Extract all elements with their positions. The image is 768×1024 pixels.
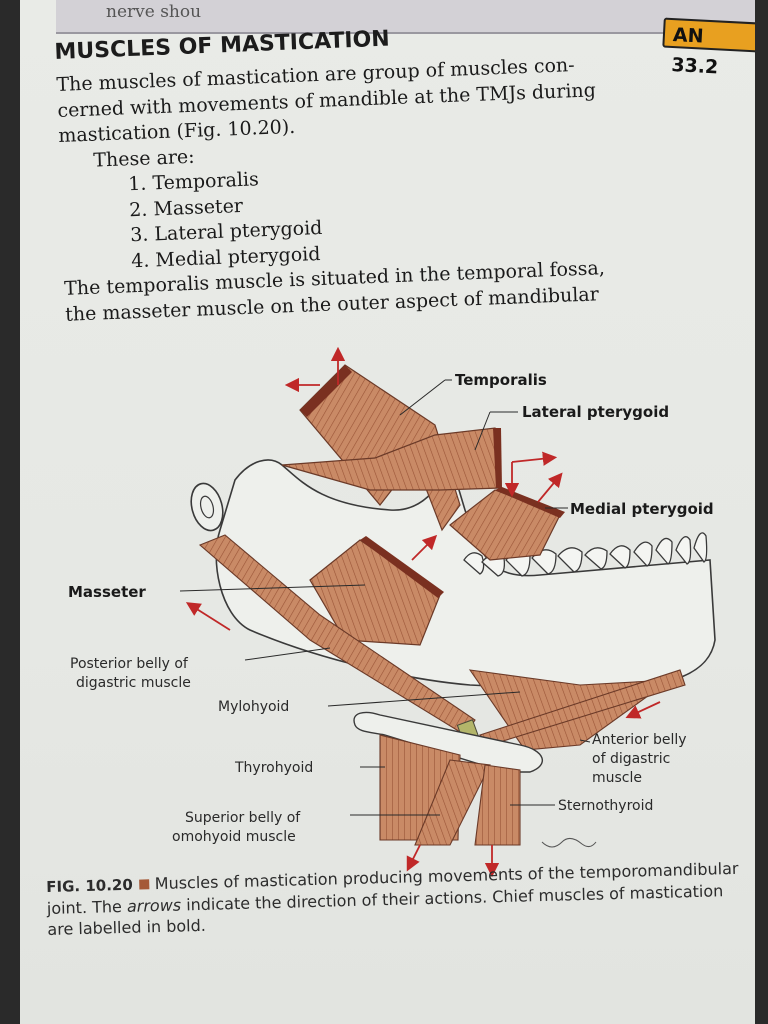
label-lateral-pterygoid: Lateral pterygoid: [522, 403, 669, 421]
medial-pterygoid-muscle: [449, 489, 561, 561]
running-text: nerve shou: [106, 2, 202, 22]
mastication-diagram: Temporalis Lateral pterygoid Medial pter…: [68, 346, 716, 878]
lateral-pterygoid-forward-arrow: [511, 451, 558, 466]
hyoid-bone: [353, 711, 543, 773]
leader-lines: [179, 379, 591, 816]
anterior-digastric-arrow: [625, 701, 661, 719]
condyle-hollow: [199, 495, 215, 519]
label-sternothyroid: Sternothyroid: [558, 798, 653, 814]
digastric-back-arrow: [185, 602, 231, 631]
handwritten-mark: [541, 838, 597, 848]
muscle-figure: Temporalis Lateral pterygoid Medial pter…: [20, 340, 755, 880]
label-masseter: Masseter: [68, 583, 146, 601]
label-thyrohyoid: Thyrohyoid: [234, 760, 313, 776]
mandible-bone: [215, 457, 716, 691]
omohyoid-down-arrow: [406, 844, 421, 872]
section-body: The muscles of mastication are group of …: [56, 46, 755, 328]
omohyoid-muscle: [414, 759, 491, 846]
temporalis-cut-end: [300, 365, 352, 417]
medial-pterygoid-up-arrow: [537, 472, 563, 503]
label-temporalis: Temporalis: [455, 371, 547, 389]
lateral-pterygoid-cut-end: [493, 428, 502, 488]
label-superior-belly-line1: Superior belly of: [185, 810, 301, 826]
label-posterior-belly-line2: digastric muscle: [76, 675, 191, 691]
mandible-condyle: [190, 482, 224, 532]
posterior-digastric-muscle: [198, 534, 476, 736]
masseter-up-arrow: [411, 534, 438, 561]
caption-emphasis: arrows: [126, 895, 182, 916]
label-anterior-belly-line3: muscle: [592, 770, 642, 786]
masseter-cut-end: [360, 536, 444, 598]
teeth: [463, 532, 708, 577]
label-posterior-belly-line1: Posterior belly of: [70, 656, 189, 672]
previous-section-strip: nerve shou: [56, 0, 755, 34]
textbook-page: nerve shou AN 33.2 MUSCLES OF MASTICATIO…: [20, 0, 755, 1024]
caption-figure-number: FIG. 10.20: [46, 875, 134, 896]
label-anterior-belly-line1: Anterior belly: [592, 732, 687, 748]
caption-square-icon: [138, 879, 149, 890]
label-mylohyoid: Mylohyoid: [218, 699, 289, 715]
sternothyroid-muscle: [474, 764, 521, 846]
label-medial-pterygoid: Medial pterygoid: [570, 500, 714, 518]
label-anterior-belly-line2: of digastric: [592, 751, 670, 767]
label-superior-belly-line2: omohyoid muscle: [172, 829, 296, 845]
temporalis-muscle: [299, 364, 461, 532]
action-arrows: [185, 346, 661, 878]
